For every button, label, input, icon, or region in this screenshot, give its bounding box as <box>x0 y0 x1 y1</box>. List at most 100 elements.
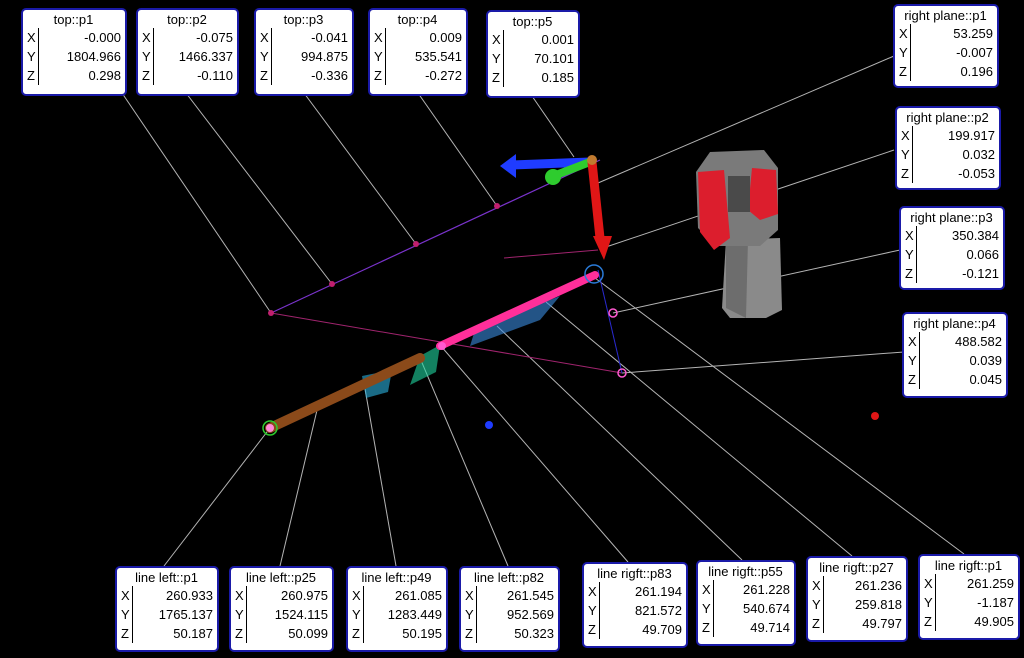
coord-value-x: 261.194 <box>635 584 682 599</box>
coord-row-y: Y 1283.449 <box>351 605 442 624</box>
coord-value-x: 261.259 <box>967 576 1014 591</box>
coord-value-x: 261.545 <box>507 588 554 603</box>
coord-value-y: -0.007 <box>956 45 993 60</box>
leader-lines <box>121 55 965 567</box>
marker-top-p4[interactable] <box>494 203 500 209</box>
marker-line-rigft-p1[interactable] <box>584 264 604 284</box>
coord-row-x: X-0.075 <box>141 28 233 47</box>
leader-top-p1 <box>121 92 272 314</box>
marker-line-left-p1[interactable] <box>266 424 274 432</box>
coord-value-y: -1.187 <box>977 595 1014 610</box>
axis-red-head <box>593 236 612 260</box>
coord-value-z: 0.185 <box>541 70 574 85</box>
marker-red-point[interactable] <box>871 412 879 420</box>
label-title: line left::p49 <box>361 570 432 585</box>
marker-top-p3[interactable] <box>413 241 419 247</box>
label-title: line left::p25 <box>245 570 317 585</box>
axis-label: X <box>351 586 364 605</box>
axis-label: Z <box>26 66 39 85</box>
marker-right-plane-p4[interactable] <box>617 368 627 378</box>
coord-value-z: 0.298 <box>88 68 121 83</box>
label-title: line left::p82 <box>473 570 545 585</box>
leader-line-rigft-p83 <box>439 344 629 563</box>
axis-label: X <box>701 580 714 599</box>
axis-label: Z <box>904 264 917 283</box>
plane-edge-top <box>503 249 599 259</box>
axis-label: Y <box>141 47 154 66</box>
axis-label: Z <box>234 624 247 643</box>
laser-tracker-icon[interactable] <box>696 150 782 318</box>
axis-label: Y <box>351 605 364 624</box>
axis-label: X <box>259 28 272 47</box>
marker-top-p1[interactable] <box>268 310 274 316</box>
coord-value-y: 1765.137 <box>158 607 213 622</box>
axis-label: Z <box>259 66 272 85</box>
coord-value-x: -0.041 <box>311 30 348 45</box>
axis-label: Z <box>373 66 386 85</box>
axis-label: Z <box>464 624 477 643</box>
coord-value-x: 488.582 <box>955 334 1002 349</box>
axis-label: X <box>491 30 504 49</box>
marker-blue-point[interactable] <box>485 421 493 429</box>
coord-value-y: 1283.449 <box>387 607 442 622</box>
marker-right-plane-p3[interactable] <box>608 308 618 318</box>
axis-label: X <box>587 582 600 601</box>
coord-value-x: 53.259 <box>953 26 993 41</box>
coord-row-x: X 261.194 <box>587 582 682 601</box>
marker-top-p2[interactable] <box>329 281 335 287</box>
label-title: top::p1 <box>53 12 94 27</box>
axis-label: Y <box>259 47 272 66</box>
label-title: line rigft::p83 <box>597 566 672 581</box>
marker-line-rigft-p83[interactable] <box>438 342 446 350</box>
coord-value-y: 540.674 <box>743 601 790 616</box>
scan-noise-left <box>410 345 440 385</box>
label-title: top::p5 <box>512 14 553 29</box>
coord-value-z: 50.323 <box>514 626 554 641</box>
coord-value-z: 50.195 <box>402 626 442 641</box>
axis-origin <box>587 155 597 165</box>
axis-label: X <box>811 576 824 595</box>
coord-value-z: -0.336 <box>311 68 348 83</box>
plane-edge-right <box>597 269 623 374</box>
tracker-base-shade <box>726 240 748 318</box>
coord-value-z: 0.196 <box>960 64 993 79</box>
leader-right-plane-p4 <box>621 351 905 374</box>
coordinate-axes-icon[interactable] <box>500 154 612 260</box>
coord-value-z: -0.121 <box>962 266 999 281</box>
tracker-red-left <box>698 170 730 250</box>
axis-label: Z <box>120 624 133 643</box>
axis-label: Y <box>234 605 247 624</box>
